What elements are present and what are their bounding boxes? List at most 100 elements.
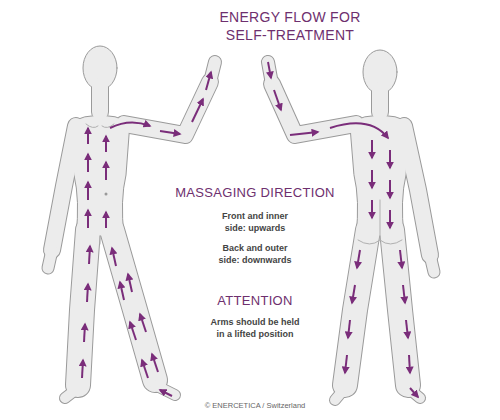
flow-arrows-down <box>290 132 318 135</box>
flow-arrows-up <box>87 128 89 144</box>
flow-arrows-up <box>105 162 107 180</box>
flow-arrows-up <box>105 212 107 228</box>
figure-fill <box>404 126 430 255</box>
flow-arrows-up <box>105 136 107 152</box>
flow-arrows-up <box>130 322 136 340</box>
flow-arrows-down <box>357 250 360 268</box>
figure-fill <box>92 86 108 112</box>
flow-arrows-up <box>112 248 116 266</box>
flow-arrows-up <box>82 360 83 378</box>
figure-fill <box>430 255 434 272</box>
flow-arrows-up <box>160 131 180 134</box>
flow-arrows-up <box>110 122 150 128</box>
flow-arrows-up <box>192 99 203 122</box>
flow-arrows-up <box>87 182 89 200</box>
flow-arrows-down <box>348 320 350 338</box>
flow-arrows-down <box>410 388 418 397</box>
flow-arrows-down <box>268 62 418 397</box>
diagram-title-holder: ENERGY FLOW FOR SELF-TREATMENT <box>210 8 370 44</box>
flow-arrows-up <box>89 246 90 264</box>
flow-arrows-up <box>160 390 172 396</box>
section-heading: MASSAGING DIRECTION <box>170 185 340 201</box>
flow-arrows-down <box>403 285 405 303</box>
flow-arrows-up <box>84 324 85 342</box>
flow-arrows-down <box>330 123 388 138</box>
instruction-note-holder: Arms should be held in a lifted position <box>206 316 304 340</box>
figure-fill <box>268 62 434 400</box>
figure-fill <box>335 388 345 400</box>
flow-arrows-up <box>87 284 88 302</box>
figure-fill <box>268 62 272 84</box>
figure-outline <box>430 255 434 272</box>
figure-fill <box>124 82 210 135</box>
figure-fill <box>345 230 368 385</box>
flow-arrows-up <box>206 72 211 90</box>
flow-arrows-up <box>120 282 124 300</box>
figure-outline <box>124 82 210 135</box>
flow-arrows-down <box>409 355 410 373</box>
flow-arrows-up <box>140 314 146 332</box>
instruction-note-holder: Back and outer side: downwards <box>200 242 310 266</box>
flow-arrows-down <box>371 170 373 188</box>
flow-arrows-down <box>352 285 355 303</box>
figure-fill <box>392 230 408 385</box>
flow-arrows-down <box>389 210 391 228</box>
flow-arrows-down <box>406 320 408 338</box>
diagram-title: ENERGY FLOW FOR SELF-TREATMENT <box>210 8 370 44</box>
figure-outline <box>404 126 430 255</box>
flow-arrows-down <box>268 62 271 78</box>
figure-fill <box>272 84 356 135</box>
figure-fill <box>52 126 76 250</box>
figure-fill <box>408 388 420 398</box>
figure-outline <box>268 62 434 400</box>
figure-fill <box>112 230 155 380</box>
copyright-note: © ENERCETICA / Switzerland <box>175 401 335 411</box>
figure-outline <box>91 86 109 112</box>
flow-arrows-up <box>82 72 211 396</box>
section-heading-holder: ATTENTION <box>170 293 340 309</box>
figure-outline <box>52 126 76 250</box>
figure-fill <box>155 385 175 395</box>
figure-fill <box>372 90 388 112</box>
figure-fill <box>48 250 52 268</box>
figure-outline <box>371 90 389 112</box>
figure-outline <box>272 84 356 135</box>
flow-arrows-down <box>371 200 373 218</box>
flow-arrows-down <box>389 150 391 168</box>
flow-arrows-down <box>400 250 402 268</box>
flow-arrows-up <box>128 274 132 292</box>
figure-outline <box>268 62 272 84</box>
figure-outline <box>112 230 155 380</box>
figure-fill <box>65 388 78 398</box>
figure-fill <box>48 62 215 398</box>
figure-outline <box>48 62 215 398</box>
instruction-note-holder: Front and inner side: upwards <box>200 210 310 234</box>
flow-arrows-up <box>152 354 158 372</box>
copyright-note-holder: © ENERCETICA / Switzerland <box>175 401 335 411</box>
figure-outline <box>48 250 52 268</box>
instruction-note: Front and inner side: upwards <box>200 210 310 234</box>
flow-arrows-up <box>142 360 148 378</box>
instruction-note: Back and outer side: downwards <box>200 242 310 266</box>
front-figure <box>48 46 215 398</box>
instruction-note: Arms should be held in a lifted position <box>206 316 304 340</box>
figure-outline <box>155 385 175 395</box>
flow-arrows-down <box>345 355 347 373</box>
navel <box>105 193 108 196</box>
body-detail <box>358 200 402 244</box>
figure-outline <box>392 230 408 385</box>
flow-arrows-down <box>371 140 373 158</box>
figure-fill <box>78 230 88 385</box>
flow-arrows-up <box>87 154 89 172</box>
body-detail <box>86 124 114 244</box>
section-heading: ATTENTION <box>170 293 340 309</box>
figure-outline <box>345 230 368 385</box>
flow-arrows-down <box>274 90 281 110</box>
figure-outline <box>78 230 88 385</box>
back-figure <box>268 50 434 400</box>
section-heading-holder: MASSAGING DIRECTION <box>170 185 340 201</box>
flow-arrows-up <box>87 210 89 228</box>
flow-arrows-down <box>389 180 391 198</box>
